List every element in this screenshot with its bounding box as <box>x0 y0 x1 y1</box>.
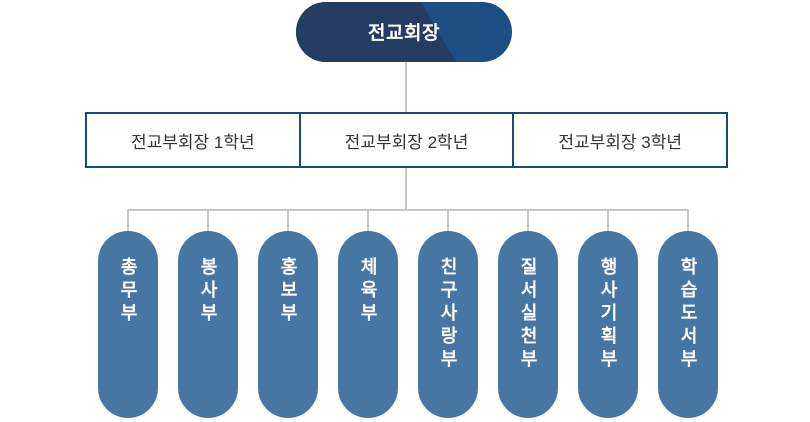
connector-rail <box>127 209 689 211</box>
dept-label: 홍보부 <box>278 257 298 326</box>
dept-label: 행사기획부 <box>598 257 618 372</box>
node-dept-sports: 체육부 <box>338 231 398 418</box>
connector-stub-1 <box>127 209 129 232</box>
node-dept-friendship: 친구사랑부 <box>418 231 478 418</box>
node-vp-grade3: 전교부회장 3학년 <box>512 114 726 166</box>
node-vp-grade1: 전교부회장 1학년 <box>87 114 299 166</box>
vice-president-row: 전교부회장 1학년 전교부회장 2학년 전교부회장 3학년 <box>85 112 728 168</box>
node-dept-order-practice: 질서실천부 <box>498 231 558 418</box>
node-dept-event-planning: 행사기획부 <box>578 231 638 418</box>
dept-label: 학습도서부 <box>678 257 698 372</box>
connector-stub-8 <box>687 209 689 232</box>
president-shape <box>296 2 512 62</box>
node-vp-grade2: 전교부회장 2학년 <box>298 114 513 166</box>
president-main-shape <box>296 2 456 62</box>
connector-president-to-vp <box>405 62 407 112</box>
vp-grade1-label: 전교부회장 1학년 <box>131 132 255 152</box>
dept-label: 체육부 <box>358 257 378 326</box>
vp-grade2-label: 전교부회장 2학년 <box>344 132 469 152</box>
connector-stub-7 <box>607 209 609 232</box>
node-dept-general-affairs: 총무부 <box>98 231 158 418</box>
node-dept-learning-library: 학습도서부 <box>658 231 718 418</box>
connector-stub-6 <box>527 209 529 232</box>
node-dept-volunteer: 봉사부 <box>178 231 238 418</box>
node-president: 전교회장 <box>296 2 512 62</box>
connector-stub-4 <box>367 209 369 232</box>
dept-label: 질서실천부 <box>518 257 538 372</box>
dept-label: 총무부 <box>118 257 138 326</box>
vp-grade3-label: 전교부회장 3학년 <box>558 132 683 152</box>
connector-vp-to-rail <box>405 168 407 210</box>
connector-stub-2 <box>207 209 209 232</box>
president-label: 전교회장 <box>368 22 440 44</box>
connector-stub-5 <box>447 209 449 232</box>
dept-label: 친구사랑부 <box>438 257 458 372</box>
connector-stub-3 <box>287 209 289 232</box>
dept-label: 봉사부 <box>198 257 218 326</box>
node-dept-publicity: 홍보부 <box>258 231 318 418</box>
